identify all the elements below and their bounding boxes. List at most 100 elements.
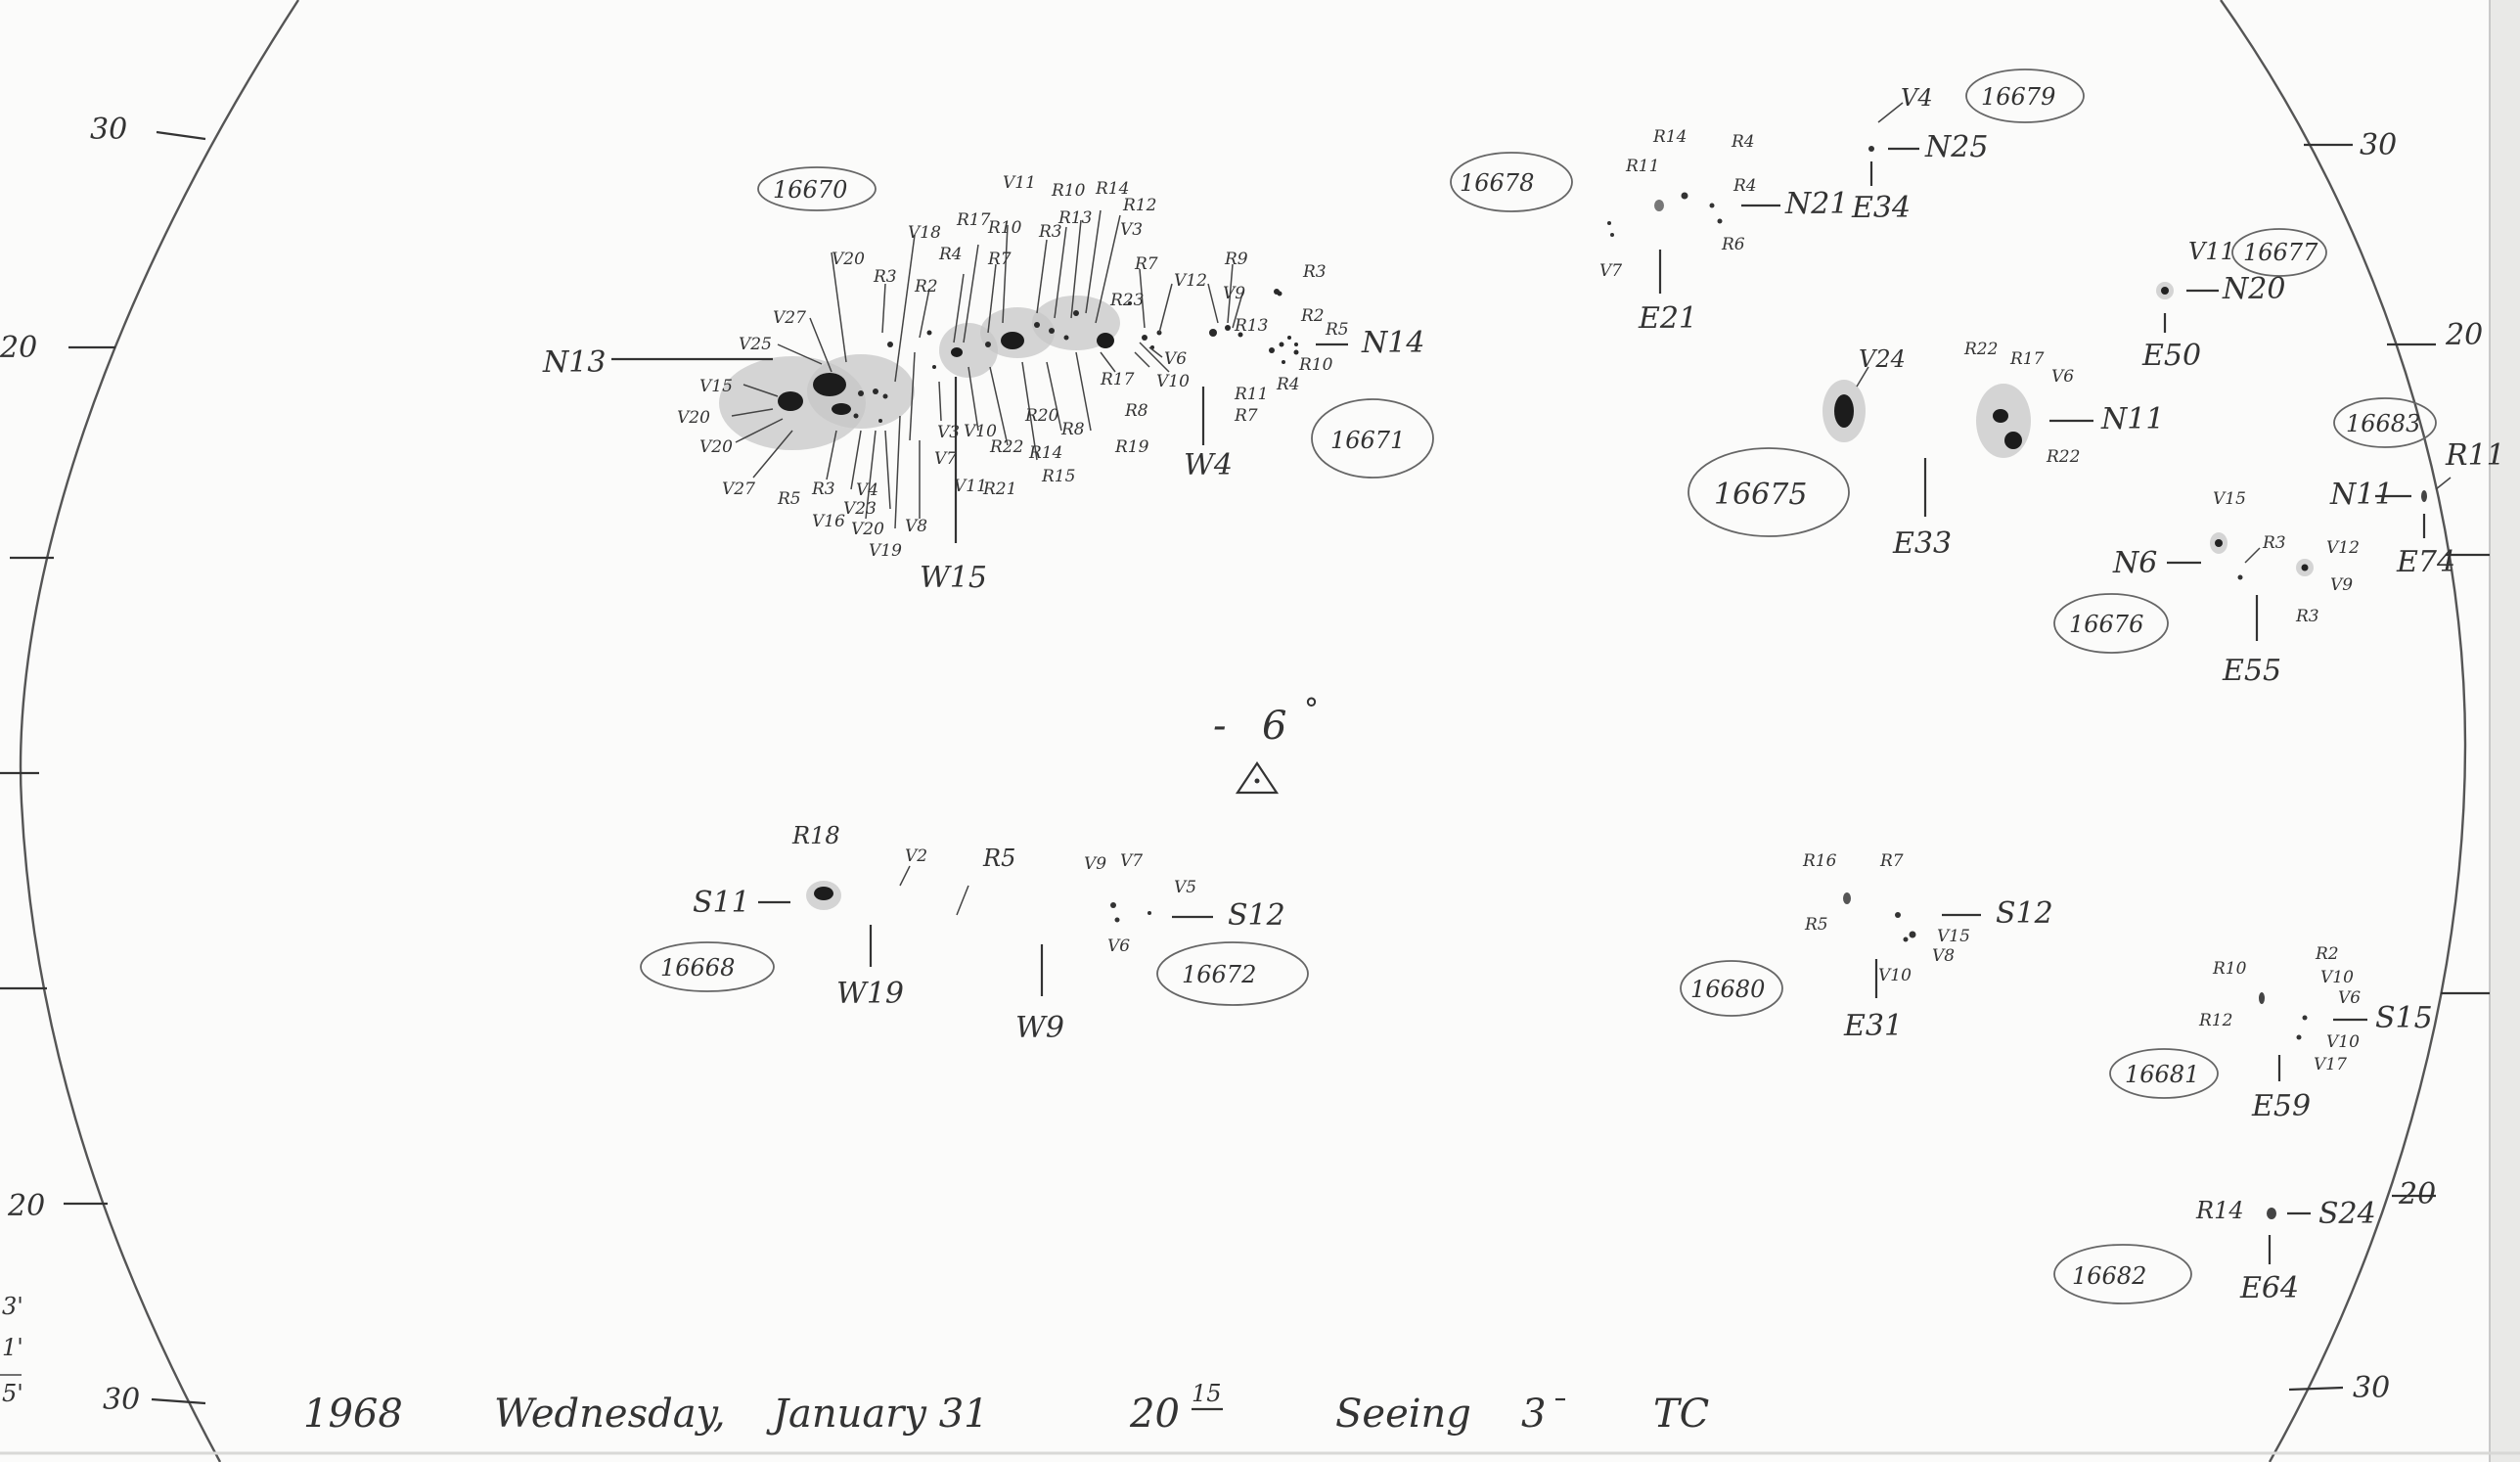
position-label: W4 <box>1184 448 1233 482</box>
spot-label: R12 <box>1122 196 1156 215</box>
region-label-oval <box>1156 941 1309 1006</box>
spot-label: R3 <box>873 267 897 287</box>
group-label: S24 <box>2318 1197 2376 1231</box>
region-16668: 16668 S11 W19 R18 V2 R5 <box>640 822 1015 1011</box>
region-16682: 16682 S24 E64 R14 <box>2053 1197 2376 1305</box>
scale-right-30-top: 30 <box>2360 128 2397 162</box>
scale-left-20-top: 20 <box>0 331 37 365</box>
region-number: 16671 <box>1330 427 1405 454</box>
spot-label: V19 <box>869 541 902 561</box>
edge-note-3: 5' <box>2 1380 23 1407</box>
spot-label: R4 <box>1731 132 1755 152</box>
spot-label: V20 <box>677 408 710 428</box>
footer-minute: 15 <box>1192 1380 1222 1407</box>
spot-label: R22 <box>989 437 1023 457</box>
spot-label: R4 <box>1276 375 1300 394</box>
region-16680: 16680 S12 E31 R16 R7 R5 V15 V8 V10 <box>1680 851 2053 1043</box>
latitude-ticks-left <box>0 130 206 1405</box>
group-label: N14 <box>1361 326 1424 360</box>
spot-label: V15 <box>699 377 733 396</box>
spot-label: V12 <box>2326 538 2360 558</box>
scale-left-20-bottom: 20 <box>7 1189 45 1223</box>
spot-label: R2 <box>914 277 938 297</box>
spot-label: R3 <box>1302 262 1327 282</box>
spot-label: R15 <box>1041 467 1075 486</box>
position-label: E55 <box>2222 654 2281 688</box>
spot-label: V6 <box>1164 349 1187 369</box>
spot-label: V10 <box>964 422 997 441</box>
region-label-oval <box>2109 1048 2219 1099</box>
scale-right-20-bottom: 20 <box>2398 1177 2436 1211</box>
region-label-oval <box>1680 960 1783 1017</box>
spot-label: V23 <box>843 499 877 519</box>
region-16678: 16678 N21 E21 R14 R11 R4 R4 R6 V7 <box>1450 127 1848 336</box>
spot-label: R7 <box>1134 254 1158 274</box>
spot-label: V11 <box>954 477 987 496</box>
position-label: W9 <box>1015 1011 1064 1045</box>
spot-label: V8 <box>1932 946 1955 966</box>
spot-label: R16 <box>1802 851 1837 871</box>
observation-footer: 1968 Wednesday, January 31 20 15 Seeing … <box>303 1380 1709 1437</box>
spot-label: V9 <box>1084 854 1106 874</box>
spot-label: R11 <box>1625 157 1659 176</box>
footer-year: 1968 <box>303 1392 403 1437</box>
spot-label: R14 <box>1652 127 1687 147</box>
spot-label: R7 <box>987 250 1012 269</box>
solar-limb-left <box>19 0 300 1462</box>
spot-label: V20 <box>832 250 865 269</box>
spot-label: R17 <box>1100 370 1135 389</box>
region-16676: 16676 N6 E55 V15 R3 V12 V9 R3 <box>2053 489 2360 688</box>
group-label: N21 <box>1784 187 1848 221</box>
group-label: S15 <box>2375 1001 2433 1035</box>
spot-label: R3 <box>2262 533 2286 553</box>
region-number: 16683 <box>2346 410 2420 437</box>
spot-label: R13 <box>1058 208 1092 228</box>
group-label: N11 <box>2329 478 2393 512</box>
region-number: 16681 <box>2125 1061 2199 1088</box>
position-label: E33 <box>1892 526 1952 561</box>
spot-label: V10 <box>1878 966 1912 985</box>
spot-label: R4 <box>938 245 963 264</box>
spot-label: R22 <box>2046 447 2080 467</box>
spot-label: V11 <box>1003 173 1036 193</box>
spot-label: R4 <box>1732 176 1757 196</box>
spot-label: R23 <box>1109 291 1144 310</box>
spot-label: V16 <box>812 512 845 531</box>
region-label-oval <box>640 941 775 992</box>
spot-label: V24 <box>1859 345 1906 373</box>
position-label: E31 <box>1843 1009 1903 1043</box>
center-triangle-icon <box>1235 761 1280 795</box>
region-label-oval <box>1965 69 2085 123</box>
spot-label: R10 <box>1298 355 1333 375</box>
spot-label: R10 <box>1051 181 1086 201</box>
region-16671: 16671 N14 W4 R3 R2 R5 R10 R4 R11 R7 <box>1184 262 1434 482</box>
spot-label: V27 <box>773 308 806 328</box>
spot-label: V9 <box>1223 284 1245 303</box>
spot-label: V3 <box>1120 220 1143 240</box>
spot-label: V20 <box>851 520 884 539</box>
group-label: N25 <box>1924 130 1988 164</box>
footer-hour: 20 <box>1129 1392 1180 1437</box>
spot-label: V6 <box>2051 367 2074 387</box>
spot-label: R3 <box>1038 222 1062 242</box>
spot-label: R22 <box>1963 340 1998 359</box>
region-16672: 16672 S12 W9 V9 V7 V5 V6 <box>1015 851 1309 1045</box>
spot-label: R20 <box>1024 406 1059 426</box>
spot-label: R6 <box>1721 235 1745 254</box>
spot-label: R14 <box>2195 1197 2244 1224</box>
spot-label: V10 <box>1156 372 1190 391</box>
spot-label: R2 <box>2315 944 2339 964</box>
region-number: 16668 <box>660 954 735 982</box>
region-16670: 16670 N13 W15 <box>542 166 1299 595</box>
region-number: 16680 <box>1690 976 1765 1003</box>
spot-label: V18 <box>908 223 941 243</box>
paper-edge <box>2490 0 2520 1462</box>
region-number: 16675 <box>1714 478 1807 512</box>
spot-label: R7 <box>1879 851 1904 871</box>
spot-label: R2 <box>1300 306 1325 326</box>
spot-label: V5 <box>1174 878 1196 897</box>
spot-label: V27 <box>722 480 755 499</box>
footer-seeing-value: 3 <box>1521 1392 1546 1437</box>
spot-label: R10 <box>2212 959 2247 979</box>
